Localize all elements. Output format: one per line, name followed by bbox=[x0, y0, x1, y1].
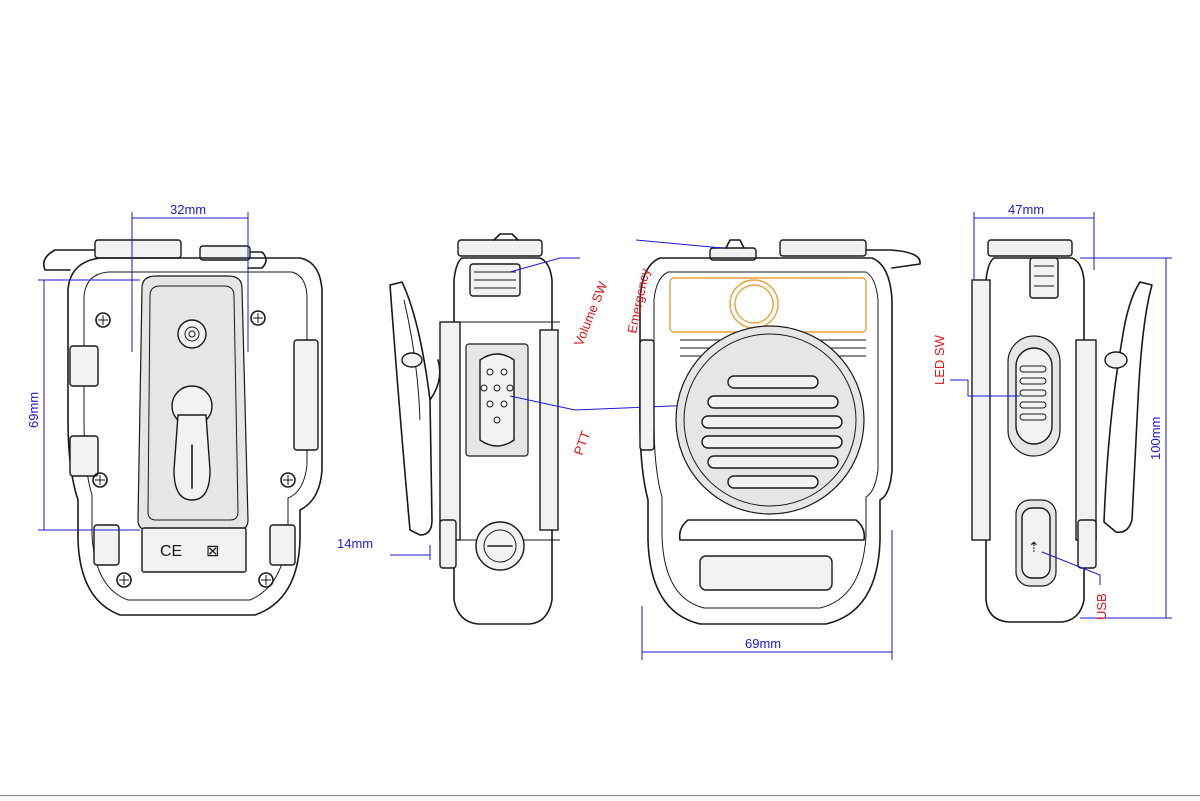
dim-clip-height: 69mm bbox=[26, 392, 41, 428]
screw-icon bbox=[92, 310, 296, 588]
page-bottom-edge bbox=[0, 795, 1200, 801]
side-view-right: ⇡ 47mm 100mm LED SW USB bbox=[932, 202, 1172, 623]
weee-mark: ⊠ bbox=[206, 541, 219, 560]
side-view-left: 14mm Volume SW PTT bbox=[337, 233, 721, 625]
label-ptt: PTT bbox=[571, 429, 594, 457]
dim-clip-width: 32mm bbox=[170, 202, 206, 217]
ce-mark: CE bbox=[160, 543, 182, 560]
back-view: CE ⊠ 32mm 69mm bbox=[26, 202, 323, 616]
dim-side-depth: 14mm bbox=[337, 536, 373, 551]
dim-side-width: 47mm bbox=[1008, 202, 1044, 217]
label-usb: USB bbox=[1094, 593, 1109, 620]
dim-front-width: 69mm bbox=[745, 636, 781, 651]
label-volume-sw: Volume SW bbox=[571, 279, 611, 348]
usb-icon: ⇡ bbox=[1028, 540, 1040, 556]
speaker-grille bbox=[701, 375, 843, 489]
led-slots bbox=[1019, 365, 1047, 421]
label-emergency: Emergency bbox=[624, 267, 652, 335]
front-view: Emergency 69mm bbox=[624, 239, 921, 660]
label-led-sw: LED SW bbox=[932, 334, 947, 385]
dim-total-height: 100mm bbox=[1148, 417, 1163, 460]
ptt-dots bbox=[480, 368, 514, 424]
